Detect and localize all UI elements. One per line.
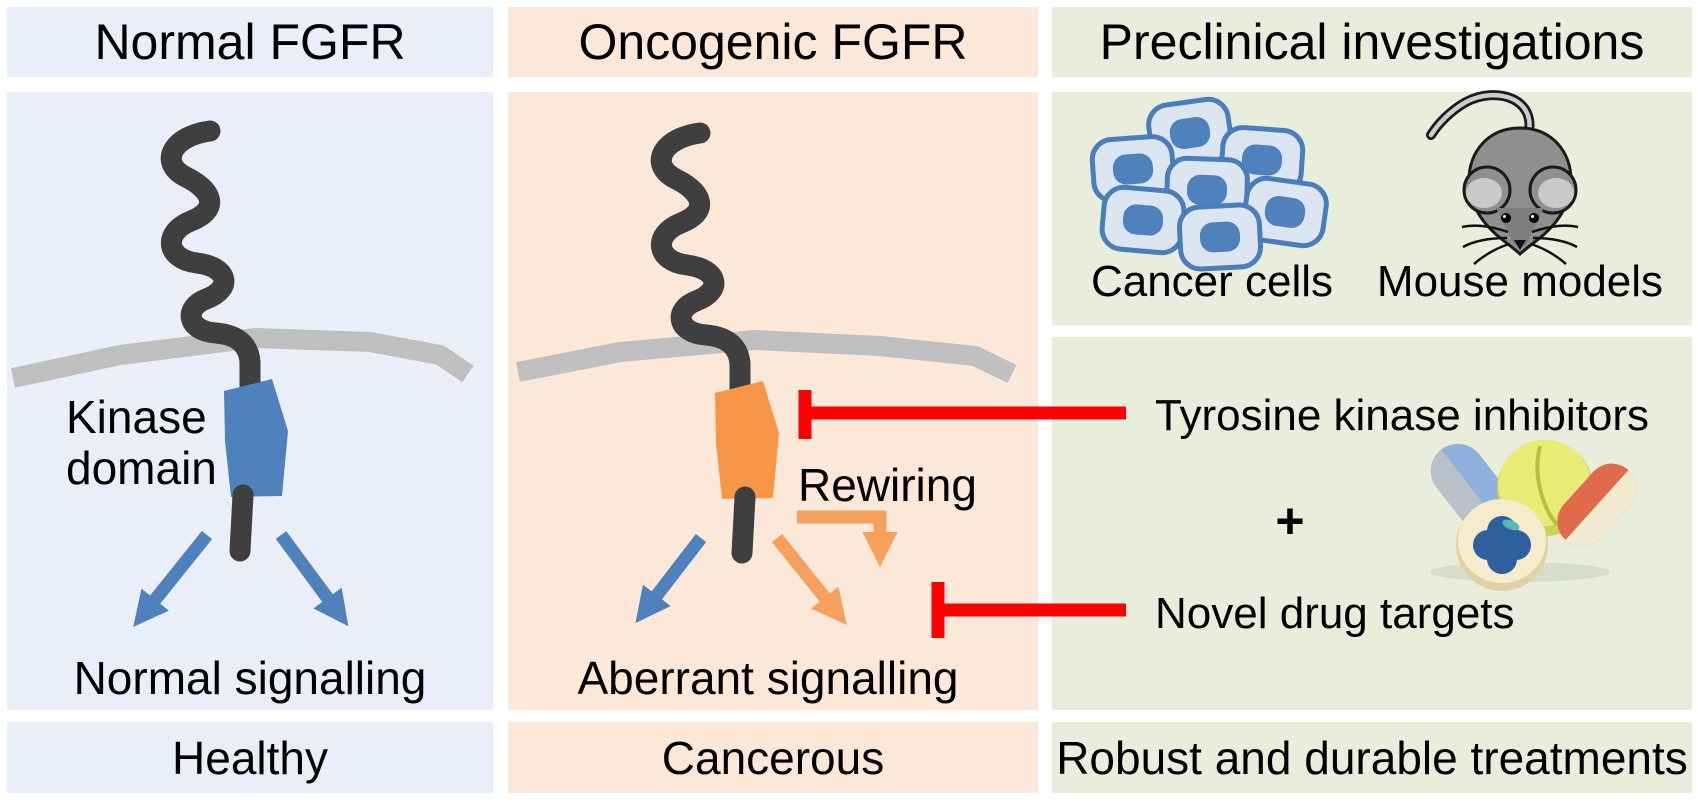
normal-footer-label: Healthy <box>172 731 328 784</box>
oncogenic-panel-title: Oncogenic FGFR <box>578 14 968 70</box>
mouse-models-label: Mouse models <box>1376 257 1664 306</box>
oncogenic-panel-body <box>508 92 1038 710</box>
preclinical-footer-label: Robust and durable treatments <box>1056 731 1688 784</box>
normal-panel-footer: Healthy <box>7 722 493 793</box>
rewiring-label: Rewiring <box>798 459 977 511</box>
plus-sign: + <box>1275 493 1305 549</box>
aberrant-signalling-label: Aberrant signalling <box>577 652 959 704</box>
preclinical-panel-title: Preclinical investigations <box>1099 14 1645 70</box>
novel-drug-targets-label: Novel drug targets <box>1155 589 1515 638</box>
preclinical-panel-header: Preclinical investigations <box>1052 7 1692 77</box>
oncogenic-panel-header: Oncogenic FGFR <box>508 7 1038 77</box>
oncogenic-footer-label: Cancerous <box>661 731 885 784</box>
normal-panel-header: Normal FGFR <box>7 7 493 77</box>
normal-signalling-label: Normal signalling <box>73 652 427 704</box>
oncogenic-panel-footer: Cancerous <box>508 722 1038 793</box>
cancer-cells-label: Cancer cells <box>1090 257 1334 306</box>
kinase-domain-label: Kinase domain <box>66 391 217 494</box>
preclinical-panel-footer: Robust and durable treatments <box>1052 722 1692 793</box>
tyrosine-kinase-inhibitors-label: Tyrosine kinase inhibitors <box>1155 391 1650 440</box>
normal-panel-title: Normal FGFR <box>94 14 406 70</box>
